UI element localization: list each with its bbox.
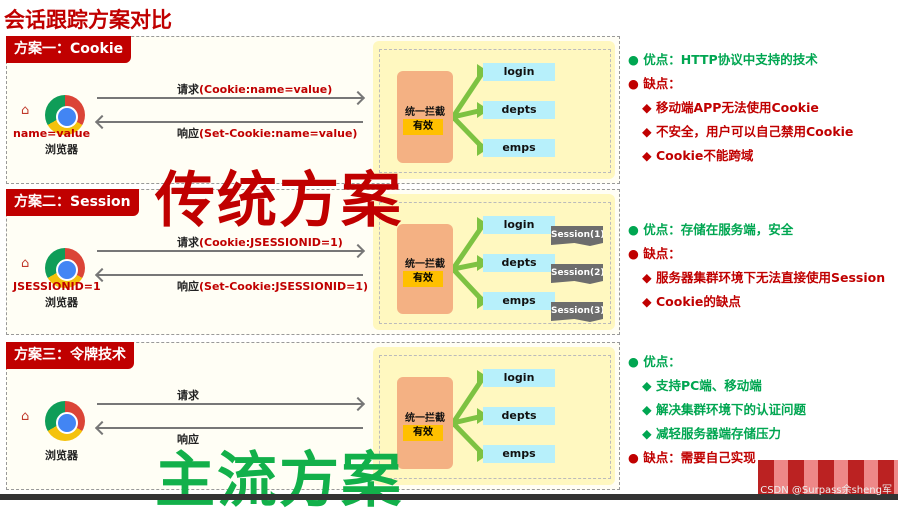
panel-label: 方案三：令牌技术 xyxy=(6,342,134,369)
endpoint-depts: depts xyxy=(483,407,555,425)
endpoint-login: login xyxy=(483,63,555,81)
panel-label: 方案二：Session xyxy=(6,189,139,216)
panel-label: 方案一：Cookie xyxy=(6,36,132,63)
response-text: 响应 xyxy=(177,127,199,140)
browser-icon xyxy=(45,248,85,288)
notes-3: ● 优点： ◆ 支持PC端、移动端 ◆ 解决集群环境下的认证问题 ◆ 减轻服务器端存储… xyxy=(628,350,806,470)
session-3: Session(3) xyxy=(551,302,603,322)
interceptor-zone: 统一拦截有效 login depts emps Session(1) Session(2)… xyxy=(373,194,615,330)
notes-2: ● 优点：存储在服务端，安全 ● 缺点： ◆ 服务器集群环境下无法直接使用Sessi… xyxy=(628,218,885,314)
response-text: 响应 xyxy=(177,280,199,293)
note-item: ◆ 解决集群环境下的认证问题 xyxy=(642,402,806,417)
mainstream-label: 主流方案 xyxy=(155,446,403,516)
response-label: 响应(Set-Cookie:name=value) xyxy=(177,125,357,141)
interceptor-border xyxy=(379,49,611,173)
notes-1: ● 优点：HTTP协议中支持的技术 ● 缺点： ◆ 移动端APP无法使用Cookie… xyxy=(628,48,853,168)
browser-icon xyxy=(45,401,85,441)
note-item: ◆ 服务器集群环境下无法直接使用Session xyxy=(642,270,886,285)
endpoint-emps: emps xyxy=(483,139,555,157)
request-label: 请求(Cookie:name=value) xyxy=(177,81,332,97)
valid-badge: 有效 xyxy=(403,271,443,287)
tag-icon: ⌂ xyxy=(21,256,30,271)
note-item: ◆ Cookie不能跨域 xyxy=(642,148,754,163)
browser-label: 浏览器 xyxy=(45,296,78,309)
response-text: 响应 xyxy=(177,433,199,446)
interceptor-box: 统一拦截有效 xyxy=(397,71,453,163)
request-label: 请求 xyxy=(177,387,199,403)
note-item: ◆ 移动端APP无法使用Cookie xyxy=(642,100,819,115)
interceptor-label: 统一拦截 xyxy=(405,413,445,424)
session-2: Session(2) xyxy=(551,264,603,284)
note-item: ● 缺点： xyxy=(628,76,681,91)
browser-label: 浏览器 xyxy=(45,449,78,462)
endpoint-depts: depts xyxy=(483,254,555,272)
response-arrow xyxy=(97,427,363,429)
bottom-bar xyxy=(0,494,898,500)
endpoint-login: login xyxy=(483,216,555,234)
endpoint-login: login xyxy=(483,369,555,387)
endpoint-depts: depts xyxy=(483,101,555,119)
interceptor-zone: 统一拦截有效 login depts emps xyxy=(373,347,615,485)
interceptor-border xyxy=(379,202,611,324)
interceptor-label: 统一拦截 xyxy=(405,259,445,270)
interceptor-border xyxy=(379,355,611,479)
watermark: CSDN @Surpass余sheng军 xyxy=(760,485,892,496)
request-param: (Cookie:JSESSIONID=1) xyxy=(199,236,343,249)
session-1: Session(1) xyxy=(551,226,603,246)
request-param: (Cookie:name=value) xyxy=(199,83,333,96)
valid-badge: 有效 xyxy=(403,425,443,441)
interceptor-label: 统一拦截 xyxy=(405,107,445,118)
note-item: ● 缺点： xyxy=(628,246,681,261)
response-param: (Set-Cookie:name=value) xyxy=(199,127,358,140)
route-arrow xyxy=(453,70,486,119)
interceptor-box: 统一拦截有效 xyxy=(397,377,453,469)
response-param: (Set-Cookie:JSESSIONID=1) xyxy=(199,280,369,293)
note-item: ● 优点：HTTP协议中支持的技术 xyxy=(628,52,818,67)
tag-icon: ⌂ xyxy=(21,409,30,424)
tag-icon: ⌂ xyxy=(21,103,30,118)
response-label: 响应(Set-Cookie:JSESSIONID=1) xyxy=(177,278,368,294)
request-arrow xyxy=(97,97,363,99)
response-arrow xyxy=(97,274,363,276)
request-text: 请求 xyxy=(177,389,199,402)
note-item: ◆ 减轻服务器端存储压力 xyxy=(642,426,781,441)
page-title: 会话跟踪方案对比 xyxy=(4,8,172,32)
client-value: JSESSIONID=1 xyxy=(13,280,101,293)
response-label: 响应 xyxy=(177,431,199,447)
panel-2: 方案二：Session ⌂ JSESSIONID=1 浏览器 请求(Cookie:JSE… xyxy=(6,189,620,335)
note-item: ● 缺点：需要自己实现 xyxy=(628,450,756,465)
note-item: ◆ 不安全，用户可以自己禁用Cookie xyxy=(642,124,854,139)
panel-1: 方案一：Cookie ⌂ name=value 浏览器 请求(Cookie:name=v… xyxy=(6,36,620,184)
traditional-label: 传统方案 xyxy=(155,166,403,236)
valid-badge: 有效 xyxy=(403,119,443,135)
panel-3: 方案三：令牌技术 ⌂ 浏览器 请求响应 统一拦截有效 login depts emps xyxy=(6,342,620,490)
watermark-pattern xyxy=(758,460,898,500)
request-label: 请求(Cookie:JSESSIONID=1) xyxy=(177,234,343,250)
note-item: ● 优点： xyxy=(628,354,681,369)
interceptor-zone: 统一拦截有效 login depts emps xyxy=(373,41,615,179)
interceptor-box: 统一拦截有效 xyxy=(397,224,453,314)
browser-icon xyxy=(45,95,85,135)
response-arrow xyxy=(97,121,363,123)
browser-label: 浏览器 xyxy=(45,143,78,156)
endpoint-emps: emps xyxy=(483,445,555,463)
note-item: ◆ Cookie的缺点 xyxy=(642,294,741,309)
request-arrow xyxy=(97,250,363,252)
note-item: ● 优点：存储在服务端，安全 xyxy=(628,222,794,237)
client-value: name=value xyxy=(13,127,91,140)
request-text: 请求 xyxy=(177,83,199,96)
request-text: 请求 xyxy=(177,236,199,249)
note-item: ◆ 支持PC端、移动端 xyxy=(642,378,762,393)
route-arrow xyxy=(453,376,486,425)
endpoint-emps: emps xyxy=(483,292,555,310)
request-arrow xyxy=(97,403,363,405)
